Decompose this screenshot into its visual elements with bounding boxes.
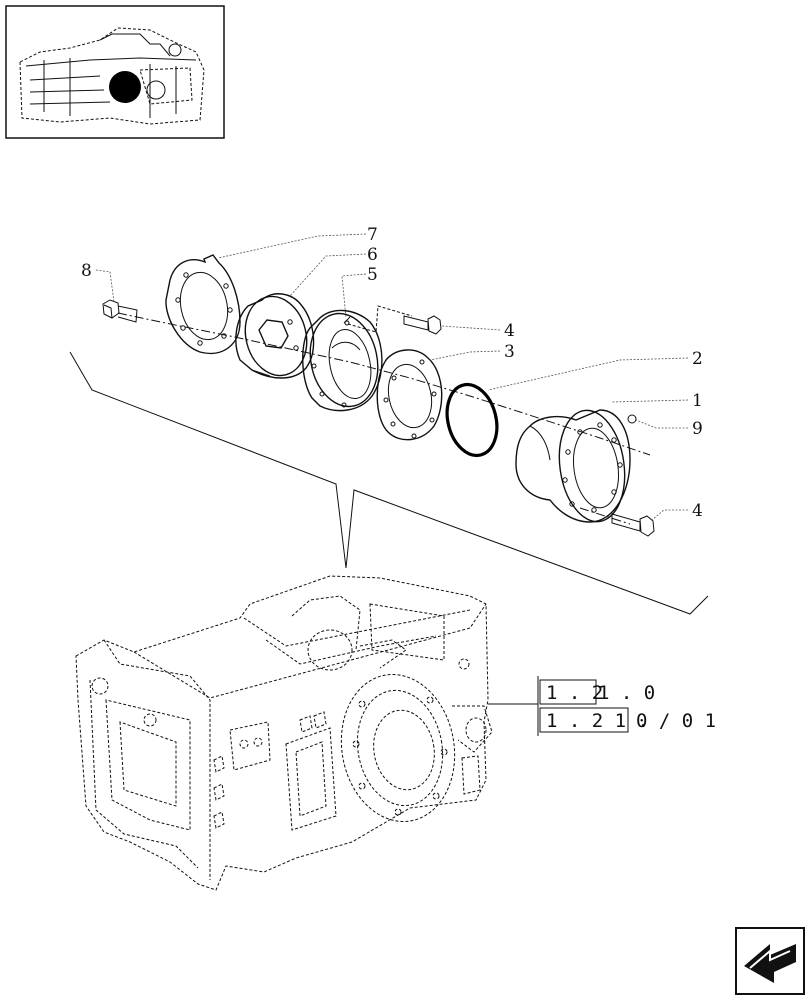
part-8-bolt[interactable]	[102, 299, 138, 323]
callout-4-lower: 4	[692, 501, 703, 521]
part-7-plate[interactable]	[165, 254, 241, 355]
part-4-bolt-upper[interactable]	[403, 315, 442, 335]
callout-3: 3	[504, 342, 515, 362]
leader-lines	[95, 233, 689, 521]
part-4-bolt-lower[interactable]	[611, 513, 655, 537]
ref-box-1	[539, 679, 597, 705]
callout-2: 2	[692, 349, 703, 369]
reference-codes[interactable]: 1 . 2 1 . 0 1 . 2 1 . 0 / 0 1	[488, 676, 716, 736]
part-9-ball[interactable]	[627, 414, 637, 424]
callout-6: 6	[367, 245, 378, 265]
callout-7: 7	[367, 225, 378, 245]
assembly-axis	[117, 312, 651, 456]
ref-box-2	[539, 707, 629, 733]
part-6-hub-nut[interactable]	[235, 290, 315, 382]
part-5-bearing-cage[interactable]	[302, 307, 386, 413]
ref-code-1-boxed: 1 . 2	[546, 682, 603, 704]
bolt-axis-lower	[579, 507, 631, 525]
callout-5: 5	[367, 265, 378, 285]
ref-code-2-boxed: 1 . 2 1 .	[546, 710, 649, 732]
location-thumbnail-icon[interactable]	[5, 5, 225, 139]
thumbnail-location-marker	[109, 71, 141, 103]
callout-8: 8	[81, 261, 92, 281]
ref-code-2-rest: 0 / 0 1	[636, 710, 716, 732]
thumbnail-housing-sketch	[19, 27, 205, 125]
callout-9: 9	[692, 419, 703, 439]
part-3-gasket[interactable]	[376, 349, 443, 441]
transmission-housing	[75, 575, 493, 891]
ref-code-1-rest: 1 . 0	[598, 682, 655, 704]
callout-1: 1	[692, 391, 703, 411]
callout-labels: 7 6 5 8 4 3 2 1 9 4	[81, 225, 703, 521]
part-2-o-ring[interactable]	[440, 379, 504, 460]
next-page-arrow-icon[interactable]	[735, 927, 805, 995]
alignment-guide	[347, 305, 413, 333]
part-1-cover[interactable]	[515, 406, 631, 526]
callout-4-upper: 4	[504, 321, 515, 341]
detail-zoom-lines	[69, 351, 709, 615]
